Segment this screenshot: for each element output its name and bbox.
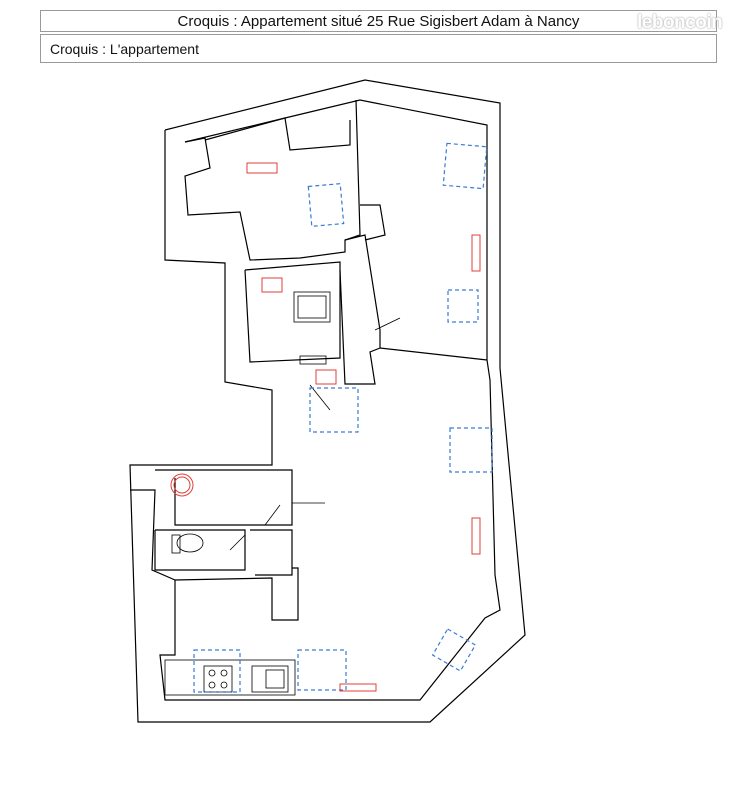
radiator: [261, 277, 283, 293]
ceiling-light: [442, 142, 488, 190]
radiator: [471, 234, 481, 272]
document-subtitle: Croquis : L'appartement: [40, 34, 717, 63]
kitchen-counter: [164, 659, 296, 696]
cupboard-wall: [250, 529, 293, 576]
burner: [208, 669, 216, 677]
door-swing: [229, 534, 246, 551]
ceiling-light: [193, 649, 241, 693]
burner: [220, 681, 228, 689]
bathroom-wall: [155, 469, 293, 526]
kitchen: [164, 567, 299, 696]
ceiling-light: [447, 289, 479, 323]
radiator: [339, 683, 377, 692]
ceiling-light: [307, 183, 345, 227]
toilet-room: [154, 529, 293, 576]
door-swing: [374, 317, 401, 331]
bathroom: [155, 469, 325, 526]
document-title-text: Croquis : Appartement situé 25 Rue Sigis…: [177, 12, 580, 30]
toilet: [176, 533, 204, 553]
upper-left-room-wall: [184, 99, 361, 261]
toilet-room-wall: [154, 529, 246, 571]
water-heater: [170, 473, 194, 497]
shower-tray: [293, 291, 331, 323]
outer-walls: [129, 79, 526, 723]
sink-basin: [265, 669, 285, 689]
toilet-tank: [171, 534, 181, 554]
shower-tray-inner: [297, 295, 327, 319]
inner-wall-outline: [130, 99, 501, 701]
corridor-door: [360, 204, 386, 241]
living-room: [297, 427, 493, 692]
ceiling-light: [449, 427, 493, 473]
upper-left-room-inner-wall: [204, 117, 351, 151]
burner: [220, 669, 228, 677]
door-swing: [264, 504, 281, 526]
water-heater-inner: [173, 476, 191, 494]
door-swing: [309, 384, 331, 411]
radiator: [471, 517, 481, 555]
ceiling-light: [297, 649, 347, 691]
burner: [208, 681, 216, 689]
radiator: [315, 369, 337, 385]
leboncoin-watermark: leboncoin: [637, 12, 723, 33]
washbasin: [299, 355, 327, 365]
document-title: Croquis : Appartement situé 25 Rue Sigis…: [40, 10, 717, 32]
shower-room: [244, 261, 341, 365]
shower-room-wall: [244, 261, 341, 363]
corridor-wall: [339, 234, 381, 385]
kitchen-wall: [174, 567, 299, 621]
outer-wall-outline: [129, 79, 526, 723]
sink: [251, 665, 289, 693]
entry-corridor: [309, 204, 401, 433]
ceiling-light: [431, 628, 477, 672]
room-upper-right: [379, 142, 488, 361]
document-subtitle-text: Croquis : L'appartement: [50, 40, 199, 57]
ceiling-light: [309, 387, 359, 433]
upper-right-room-wall: [379, 347, 488, 361]
radiator: [246, 162, 278, 174]
cooktop: [203, 665, 233, 693]
room-upper-left: [184, 99, 361, 261]
